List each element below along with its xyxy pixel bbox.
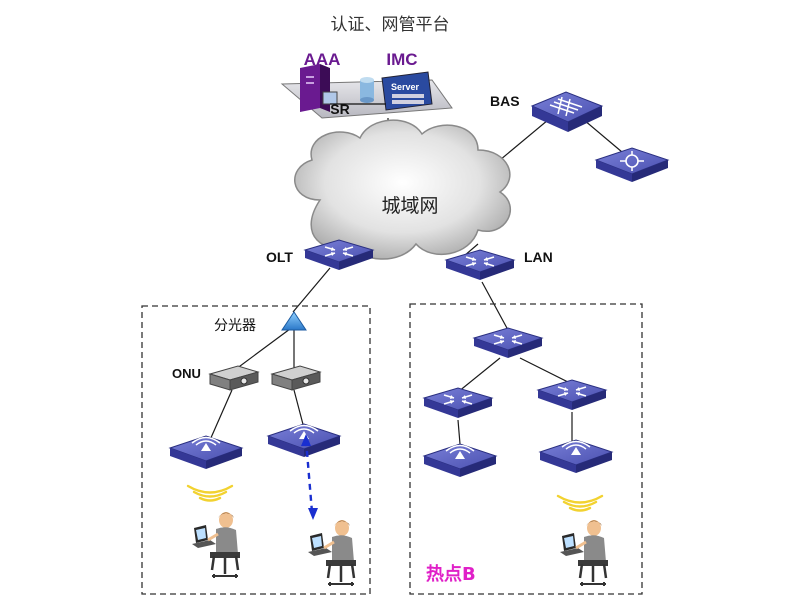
bas-device-icon (530, 91, 604, 132)
wireless-ap-icon-1 (169, 435, 243, 470)
signal-waves-icon-1 (186, 484, 234, 502)
core-switch-icon (473, 327, 543, 359)
cloud-label: 城域网 (381, 195, 438, 217)
olt-label: OLT (266, 249, 293, 265)
database-icon (360, 77, 374, 103)
router-icon (594, 147, 670, 182)
access-switch-icon-2 (537, 379, 607, 411)
lan-label: LAN (524, 249, 553, 265)
splitter-icon (281, 311, 307, 331)
sr-label: SR (330, 101, 349, 117)
onu-label: ONU (172, 366, 201, 381)
bas-label: BAS (490, 93, 520, 109)
wireless-ap-icon-3 (423, 443, 497, 478)
user-laptop-icon-1 (190, 510, 242, 580)
management-platform: 认证、网管平台 AAA IMC Server SR (280, 15, 453, 119)
splitter-label: 分光器 (214, 318, 256, 334)
wireless-ap-icon-4 (539, 439, 613, 474)
user-laptop-icon-2 (306, 518, 358, 588)
connection-lines (209, 118, 623, 445)
hotspot-a-box (141, 305, 371, 595)
lan-switch-icon (445, 249, 515, 281)
hotspot-b-box (409, 303, 643, 595)
roaming-arrow-icon (301, 434, 318, 520)
onu-device-icon-2 (271, 365, 321, 391)
aaa-server-icon (300, 64, 338, 112)
imc-server-icon: Server (381, 71, 433, 111)
aaa-label: AAA (304, 50, 341, 69)
server-label: Server (391, 82, 420, 92)
hotspot-b-label: 热点B (426, 563, 476, 585)
signal-waves-icon-2 (556, 494, 604, 512)
platform-title: 认证、网管平台 (331, 15, 450, 35)
imc-label: IMC (386, 50, 417, 69)
onu-device-icon-1 (209, 365, 259, 391)
access-switch-icon-1 (423, 387, 493, 419)
metro-network-cloud: 城域网 (294, 119, 511, 260)
user-laptop-icon-3 (558, 518, 610, 588)
